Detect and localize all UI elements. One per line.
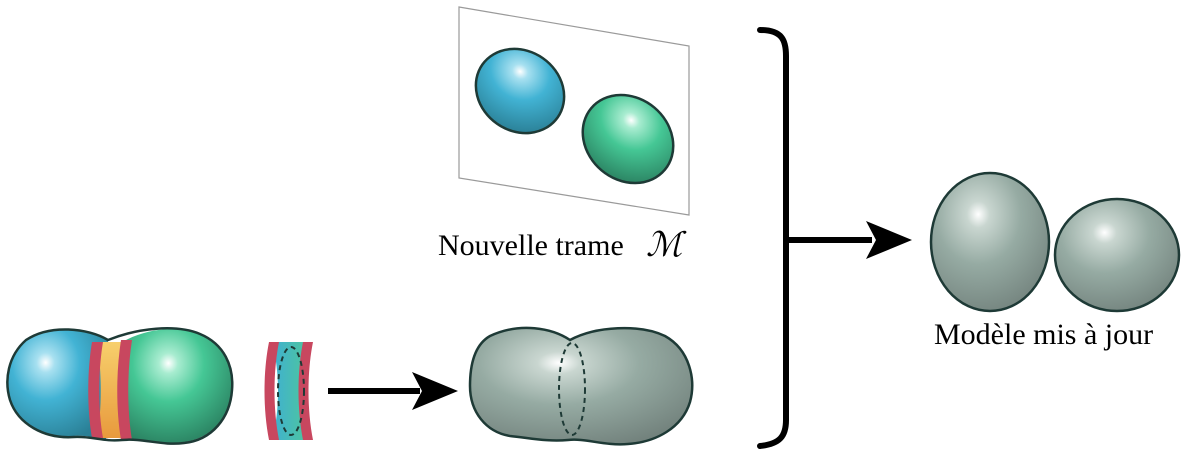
frame-blue-sphere	[474, 47, 566, 135]
patch-left-border	[264, 342, 279, 440]
new-frame-label: Nouvelle trame	[438, 229, 624, 262]
merged-blob-shape	[468, 326, 694, 446]
merged-seam-dashed	[558, 342, 586, 436]
model-sphere-right	[1053, 197, 1181, 313]
combine-bracket	[757, 27, 789, 449]
new-frame-panel	[458, 6, 690, 216]
blob-outline	[6, 327, 234, 445]
frame-symbol: ℳ	[646, 225, 687, 265]
patch-right-border	[298, 342, 313, 440]
blob-blue-part	[7, 329, 108, 440]
seam-patch	[264, 342, 313, 440]
merge-arrow	[328, 372, 458, 410]
seam-right-border	[117, 340, 132, 440]
updated-model-label: Modèle mis à jour	[934, 318, 1153, 351]
merged-grey-blob	[468, 326, 694, 446]
update-arrow	[788, 221, 912, 259]
fused-blob	[6, 327, 234, 445]
blob-green-part	[126, 329, 232, 443]
seam-left-border	[88, 342, 103, 438]
frame-green-sphere	[581, 93, 675, 185]
updated-model	[929, 171, 1181, 313]
model-sphere-left	[929, 171, 1051, 313]
patch-dashed-contour	[277, 346, 305, 436]
